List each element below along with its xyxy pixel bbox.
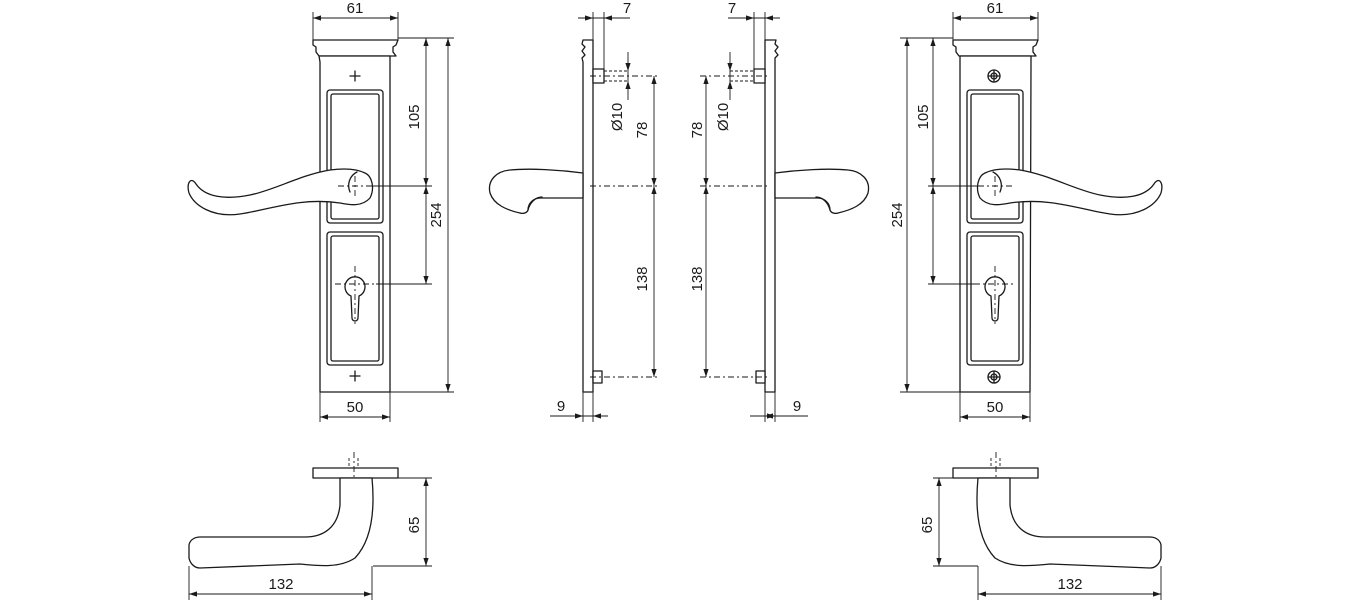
dim-projection: 65 [919,517,936,534]
lever-side-profile [774,168,870,215]
dim-lever-length: 132 [1057,576,1082,593]
lever-top-profile [188,477,374,569]
keyhole-recess [966,231,1024,366]
dim-plate-height: 254 [428,202,445,227]
plate-cap [312,39,399,57]
dim-top-screw-to-handle: 78 [634,122,651,139]
screw-head-top [987,69,1001,83]
top-view-right: 65 132 [919,452,1162,600]
front-view-left: 61 50 105 254 [187,0,454,422]
dim-handle-to-key: 105 [915,104,932,129]
dim-handle-to-key: 105 [406,104,423,129]
lever-handle [187,168,374,216]
side-view-right: 7 Ø10 78 138 9 [689,0,870,422]
dim-plate-top-width: 61 [347,0,364,17]
front-view-right: 61 50 105 254 [889,0,1163,422]
lever-handle [976,168,1163,216]
plate-side-profile [581,39,594,393]
plate-cap [952,39,1039,57]
handle-recess [966,89,1024,224]
back-plate [959,55,1032,393]
dim-plate-height: 254 [889,202,906,227]
dim-handle-to-bottom-screw: 138 [689,266,706,291]
dim-plate-thickness-top: 7 [623,0,631,17]
dim-plate-width: 50 [347,399,364,416]
back-plate [318,55,391,393]
lever-top-profile [976,477,1162,569]
dim-screw-diameter: Ø10 [609,103,626,131]
top-view-left: 65 132 [188,452,432,600]
screw-cross-bottom [349,370,361,382]
dim-screw-diameter: Ø10 [715,103,732,131]
dim-plate-thickness-top: 7 [728,0,736,17]
keyhole-recess [326,231,384,366]
rosette [312,467,399,479]
dim-bottom-thickness: 9 [793,398,801,415]
dim-plate-width: 50 [987,399,1004,416]
dim-top-screw-to-handle: 78 [689,122,706,139]
handle-recess [326,89,384,224]
dim-plate-top-width: 61 [987,0,1004,17]
screw-cross-top [349,70,361,82]
side-view-left: 7 Ø10 78 138 9 [488,0,660,422]
dim-handle-to-bottom-screw: 138 [634,266,651,291]
dim-lever-length: 132 [268,576,293,593]
plate-side-profile [764,39,779,393]
dim-projection: 65 [406,517,423,534]
dim-bottom-thickness: 9 [557,398,565,415]
lever-side-profile [488,168,584,215]
screw-head-bottom [987,370,1001,384]
rosette [952,467,1039,479]
